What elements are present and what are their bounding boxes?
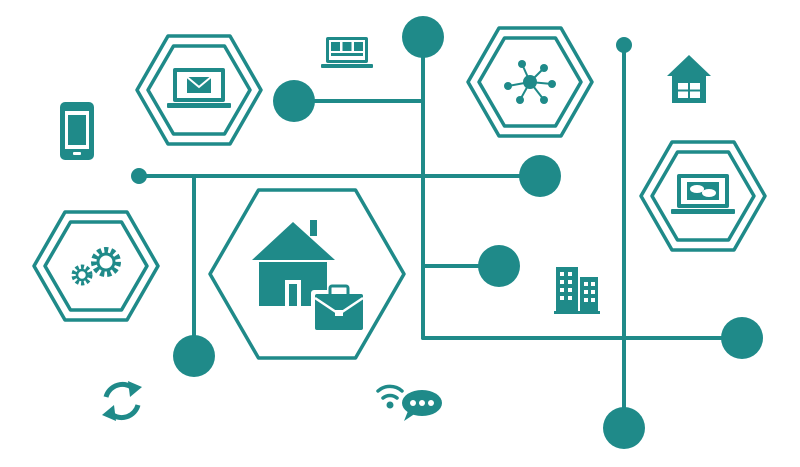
wifi-chat-icon — [376, 384, 442, 421]
dot-top-left-branch — [273, 80, 315, 122]
dot-bus-right-end — [519, 155, 561, 197]
dot-mid-branch — [478, 245, 520, 287]
network-hub-icon — [504, 60, 556, 104]
laptop-chat-icon — [671, 174, 735, 214]
refresh-arrows-icon — [102, 381, 142, 421]
gears-icon — [71, 247, 121, 286]
home-briefcase-icon — [252, 220, 367, 332]
hex-node-gears — [32, 210, 160, 322]
connector-dots — [131, 16, 763, 449]
laptop-video-icon — [321, 37, 373, 68]
dot-right-top — [616, 37, 632, 53]
dot-top-center — [402, 16, 444, 58]
house-icon — [667, 55, 711, 103]
smartphone-icon — [60, 102, 94, 160]
hex-node-laptop-chat — [639, 140, 767, 252]
hex-node-network-hub — [466, 26, 594, 138]
office-building-icon — [554, 267, 600, 314]
dot-right-bottom — [603, 407, 645, 449]
connector-lines — [137, 35, 744, 430]
hex-node-home-office — [208, 188, 406, 360]
hex-node-laptop-email — [135, 34, 263, 146]
dot-bottom-right — [721, 317, 763, 359]
dot-bus-left-end — [131, 168, 147, 184]
dot-left-drop — [173, 335, 215, 377]
laptop-email-icon — [167, 68, 231, 108]
